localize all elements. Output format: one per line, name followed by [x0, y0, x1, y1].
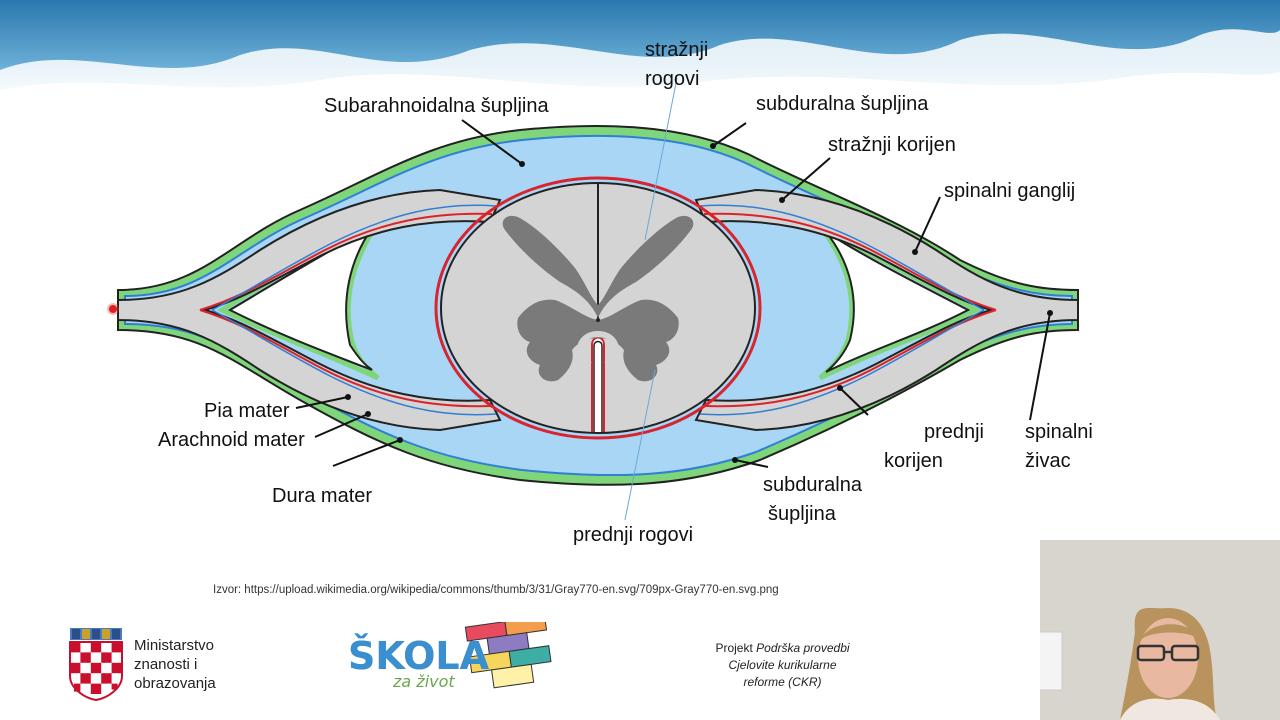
label-prednji-korijen: prednji korijen — [884, 421, 984, 472]
ministry-logo: Ministarstvo znanosti i obrazovanja — [68, 626, 238, 702]
label-arachnoid-mater: Arachnoid mater — [158, 429, 305, 451]
label-spinalni-zivac: spinalni živac — [1025, 421, 1093, 472]
hopscotch-icon — [464, 622, 552, 689]
presenter-video-icon — [1040, 540, 1280, 720]
ministry-name: Ministarstvo znanosti i obrazovanja — [134, 637, 216, 692]
project-info: Projekt Podrška provedbi Cjelovite kurik… — [715, 641, 850, 689]
sky-banner — [0, 0, 1280, 110]
skola-wordmark: ŠKOLA — [348, 634, 490, 678]
pointer-dot — [109, 305, 117, 313]
label-subarahnoidalna: Subarahnoidalna šupljina — [324, 95, 549, 117]
label-subduralna-top: subduralna šupljina — [756, 93, 929, 115]
label-pia-mater: Pia mater — [204, 400, 290, 422]
skola-za-zivot-logo: ŠKOLA za život — [345, 622, 555, 698]
label-straznji-korijen: stražnji korijen — [828, 134, 956, 156]
label-spinalni-ganglij: spinalni ganglij — [944, 180, 1076, 202]
source-citation: Izvor: https://upload.wikimedia.org/wiki… — [213, 584, 779, 596]
label-subduralna-bottom: subduralna šupljina — [763, 474, 862, 525]
label-dura-mater: Dura mater — [272, 485, 373, 507]
croatian-coat-of-arms-icon — [69, 628, 123, 702]
label-straznji-rogovi: stražnji rogovi — [645, 39, 709, 90]
skola-tagline: za život — [393, 672, 455, 691]
presenter-webcam — [1040, 540, 1280, 720]
label-prednji-rogovi: prednji rogovi — [573, 524, 694, 546]
cord-pia-outline — [434, 176, 762, 440]
grey-matter — [502, 215, 694, 318]
